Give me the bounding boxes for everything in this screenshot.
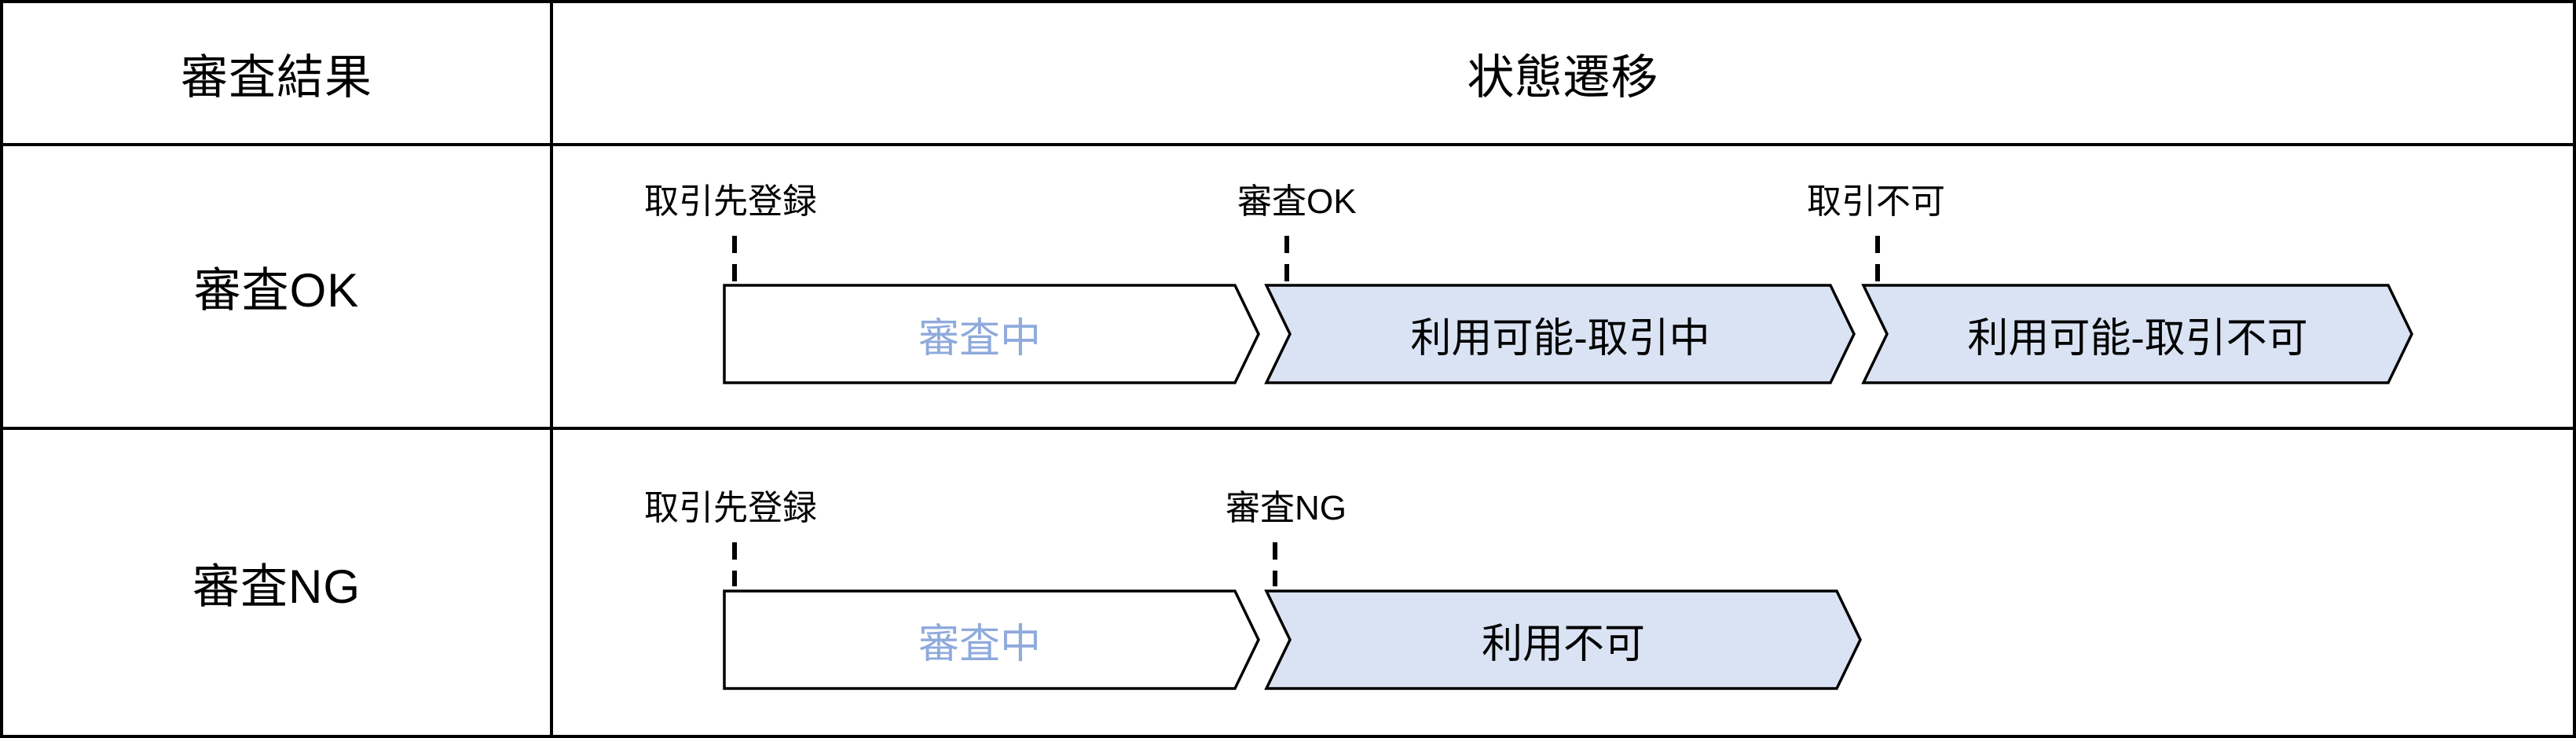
state-label-unavailable: 利用不可 (1481, 621, 1645, 667)
row-label-shinsa-ok: 審査OK (193, 264, 360, 317)
event-label-torihiki-fuka: 取引不可 (1807, 182, 1945, 221)
row-label-shinsa-ng: 審査NG (192, 560, 361, 613)
header-cell-review-result: 審査結果 (3, 3, 553, 146)
transition-shapes-row2 (723, 542, 1862, 690)
row-label-cell-shinsa-ok: 審査OK (3, 146, 553, 430)
state-label-pending: 審査中 (918, 315, 1041, 362)
header-cell-state-transition: 状態遷移 (553, 3, 2573, 146)
event-label-torihikisaki-toroku: 取引先登録 (644, 182, 817, 221)
state-shape-unavailable (1264, 589, 1862, 690)
transition-shapes-row1 (723, 236, 2413, 384)
event-label-torihikisaki-toroku: 取引先登録 (644, 489, 817, 527)
transition-cell-shinsa-ok: 取引先登録 審査OK 取引不可 審査中 利用可能-取引中 利用可能-取引不可 (553, 146, 2573, 430)
state-label-available-trading: 利用可能-取引中 (1410, 315, 1710, 362)
header-label-review-result: 審査結果 (181, 50, 372, 104)
state-label-available-no-trading: 利用可能-取引不可 (1967, 315, 2308, 362)
event-label-shinsa-ok: 審査OK (1237, 182, 1357, 221)
state-shape-pending (723, 589, 1260, 690)
state-label-pending: 審査中 (918, 621, 1041, 667)
event-label-shinsa-ng: 審査NG (1226, 489, 1347, 527)
row-label-cell-shinsa-ng: 審査NG (3, 430, 553, 735)
state-shape-available-trading (1264, 284, 1856, 384)
transition-cell-shinsa-ng: 取引先登録 審査NG 審査中 利用不可 (553, 430, 2573, 735)
header-label-state-transition: 状態遷移 (1467, 50, 1659, 104)
state-shape-available-no-trading (1861, 284, 2413, 384)
state-shape-pending (723, 284, 1260, 384)
